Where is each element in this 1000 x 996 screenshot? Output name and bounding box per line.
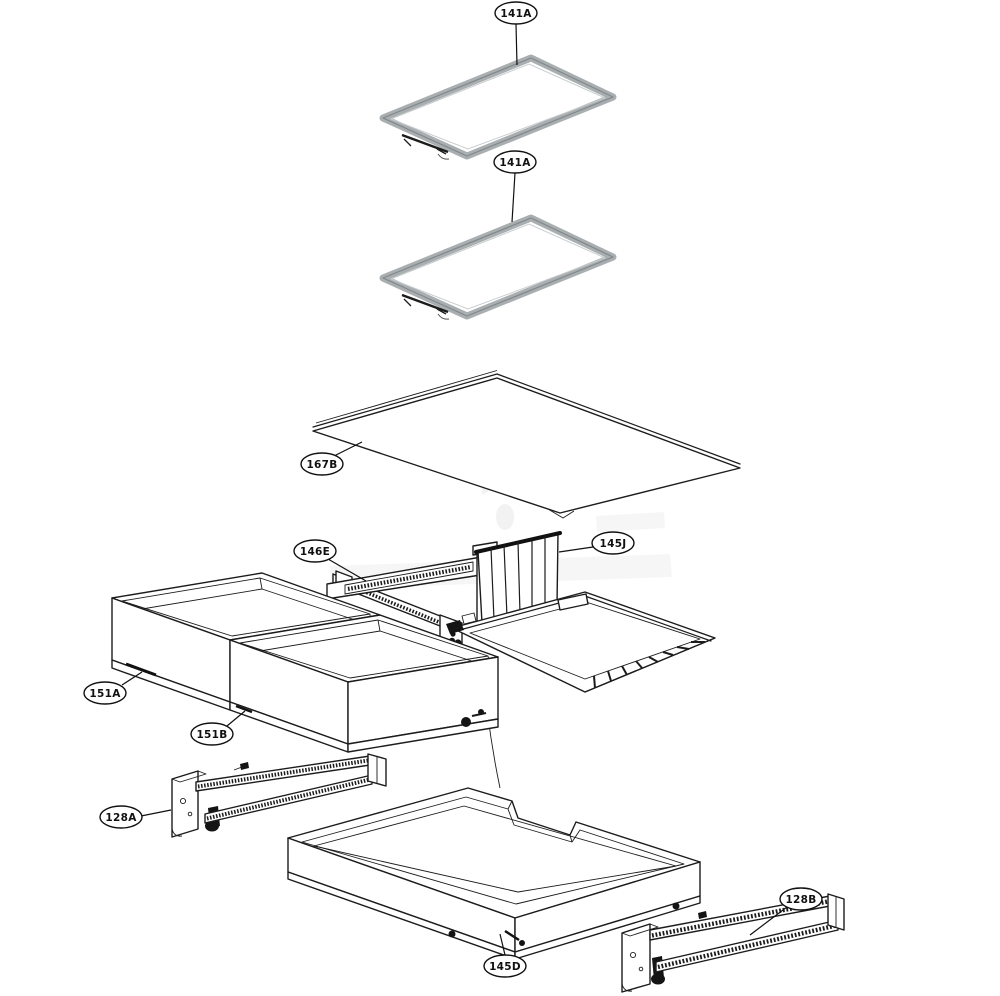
callout-oval — [300, 452, 344, 476]
part-shelf-141a-upper — [383, 58, 613, 159]
leader-line — [499, 933, 506, 956]
leader-line — [333, 441, 363, 457]
callout-text: 145J — [599, 538, 626, 550]
part-callout-151a[interactable]: 151A — [83, 671, 143, 705]
leader-line — [226, 710, 246, 727]
callout-text: 151B — [196, 729, 227, 741]
assembly-frame — [446, 591, 716, 693]
part-callout-151b[interactable]: 151B — [190, 710, 246, 746]
callout-text: 128B — [785, 894, 816, 906]
part-divider-145j — [474, 531, 562, 624]
part-callout-141a-lower[interactable]: 141A — [493, 150, 537, 223]
part-panel-167b — [312, 370, 741, 519]
leader-line — [327, 558, 367, 582]
part-callout-145d[interactable]: 145D — [483, 933, 527, 978]
part-callout-146e[interactable]: 146E — [293, 539, 367, 582]
part-assembly-center — [326, 531, 716, 693]
callout-oval — [483, 954, 527, 978]
part-callout-141a-upper[interactable]: 141A — [494, 1, 538, 66]
callout-oval — [293, 539, 337, 563]
part-callout-167b[interactable]: 167B — [300, 441, 363, 476]
callout-text: 146E — [300, 546, 330, 558]
part-callout-145j[interactable]: 145J — [558, 531, 635, 555]
part-tray-145d — [287, 787, 701, 960]
callout-text: 128A — [105, 812, 137, 824]
callout-oval — [190, 722, 234, 746]
callout-oval — [494, 1, 538, 25]
leader-line — [121, 671, 143, 686]
part-callout-128b[interactable]: 128B — [749, 887, 823, 936]
callout-oval — [99, 805, 143, 829]
part-drawer-151a — [111, 572, 381, 711]
callout-oval — [779, 887, 823, 911]
callout-text: 145D — [489, 961, 521, 973]
leader-line — [558, 546, 594, 553]
part-shelf-141a-lower — [383, 218, 613, 319]
leader-line — [140, 809, 172, 817]
callout-oval — [493, 150, 537, 174]
part-callout-128a[interactable]: 128A — [99, 805, 172, 829]
part-rail-128a — [171, 753, 387, 838]
leader-line — [515, 23, 518, 66]
part-drawer-151b — [229, 614, 499, 753]
callout-oval — [83, 681, 127, 705]
callout-text: 141A — [500, 8, 532, 20]
leader-line — [511, 172, 516, 223]
callout-text: 151A — [89, 688, 121, 700]
callout-text: 167B — [306, 459, 337, 471]
leader-line — [749, 906, 788, 936]
part-drawers — [111, 572, 499, 753]
callout-text: 141A — [499, 157, 531, 169]
callout-oval — [591, 531, 635, 555]
